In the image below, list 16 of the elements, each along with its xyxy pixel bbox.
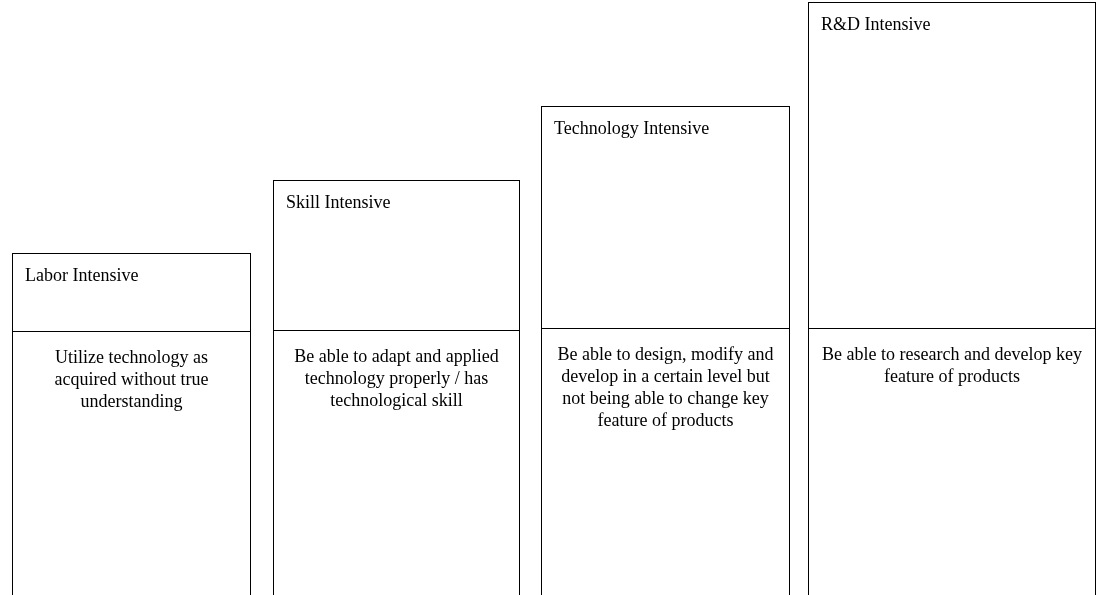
heading-box bbox=[808, 2, 1096, 329]
description-box bbox=[541, 328, 790, 595]
level-heading: R&D Intensive bbox=[821, 13, 932, 35]
description-box bbox=[808, 328, 1096, 595]
description-box bbox=[273, 330, 520, 595]
level-description: Be able to design, modify and develop in a certain level but not being able to change key feature of products bbox=[556, 343, 775, 431]
level-description: Be able to research and develop key feature of products bbox=[821, 343, 1083, 387]
description-box bbox=[12, 331, 251, 595]
level-description: Be able to adapt and applied technology properly / has technological skill bbox=[293, 345, 500, 411]
heading-box bbox=[12, 253, 251, 332]
heading-box bbox=[541, 106, 790, 329]
level-heading: Labor Intensive bbox=[25, 264, 140, 286]
level-heading: Technology Intensive bbox=[554, 117, 711, 139]
level-heading: Skill Intensive bbox=[286, 191, 392, 213]
level-description: Utilize technology as acquired without true understanding bbox=[53, 346, 210, 412]
heading-box bbox=[273, 180, 520, 331]
